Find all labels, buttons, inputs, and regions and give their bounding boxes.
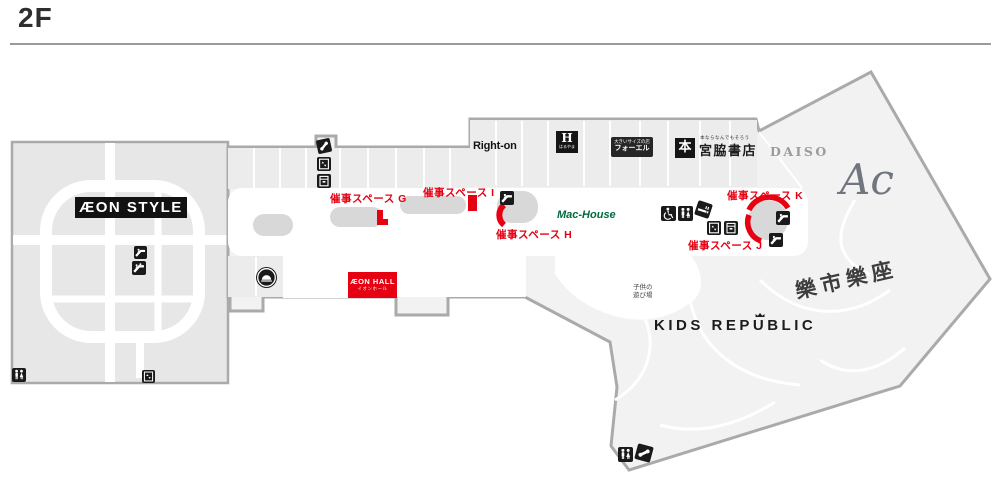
restroom-icon	[12, 368, 26, 382]
restroom-icon	[678, 206, 693, 221]
aeon-style-block	[10, 140, 240, 385]
island-fixtures	[253, 191, 788, 240]
miyawaki-book-mark: 本	[675, 138, 695, 158]
escalator-icon	[776, 211, 790, 225]
for-l-tagline: 大きいサイズの店	[614, 139, 650, 144]
kids-republic-crown-letter: U	[752, 317, 768, 334]
floor-title: 2F	[18, 2, 53, 33]
store-mac-house[interactable]: Mac-House	[557, 209, 616, 221]
haruyama-mark: H	[561, 131, 573, 145]
coin-locker-icon	[317, 174, 331, 188]
event-space-k-label: 催事スペース K	[727, 190, 804, 202]
kids-playground-line2: 遊び場	[633, 291, 653, 299]
event-space-h-label: 催事スペース H	[496, 229, 573, 241]
store-aeon-hall[interactable]: ÆON HALL イオンホール	[348, 272, 397, 298]
kids-republic-right: BLIC	[767, 317, 817, 334]
aeon-hall-label: ÆON HALL	[350, 277, 395, 286]
miyawaki-tagline: 本ならなんでもそろう	[700, 135, 750, 140]
haruyama-label: はるやま	[559, 144, 575, 149]
smoking-area-icon	[694, 200, 713, 219]
escalator-updown-icon	[132, 261, 146, 275]
kids-playground-line1: 子供の	[633, 284, 653, 291]
title-divider	[10, 43, 991, 45]
coin-locker-icon	[724, 221, 738, 235]
event-space-g-label: 催事スペース G	[330, 193, 407, 205]
kids-playground-label: 子供の 遊び場	[633, 284, 653, 300]
store-kids-republic[interactable]: KIDS REPUBLIC	[654, 317, 816, 334]
store-ac[interactable]: Ac	[840, 155, 894, 204]
store-haruyama[interactable]: H はるやま	[556, 131, 578, 153]
store-for-l[interactable]: 大きいサイズの店 フォーエル	[611, 137, 653, 157]
for-l-label: フォーエル	[614, 145, 650, 152]
elevator-icon	[707, 221, 721, 235]
kids-republic-left: KIDS REP	[654, 317, 753, 334]
elevator-icon	[317, 157, 331, 171]
escalator-icon	[769, 233, 783, 247]
accessible-restroom-icon	[661, 206, 676, 221]
escalator-icon	[134, 246, 147, 259]
store-right-on[interactable]: Right-on	[473, 140, 517, 152]
escalator-icon	[500, 191, 514, 205]
store-daiso[interactable]: DAISO	[770, 144, 829, 159]
event-space-i-label: 催事スペース I	[423, 187, 495, 199]
public-phone-icon	[315, 137, 333, 155]
aeon-hall-sublabel: イオンホール	[357, 286, 388, 291]
info-medallion-icon	[256, 267, 277, 288]
elevator-icon	[142, 370, 155, 383]
restroom-icon	[618, 447, 633, 462]
public-phone-icon	[634, 443, 654, 463]
store-aeon-style[interactable]: ÆON STYLE	[75, 197, 187, 218]
miyawaki-label: 宮脇書店	[699, 144, 758, 159]
event-space-j-label: 催事スペース J	[688, 240, 763, 252]
event-space-markers	[377, 194, 791, 244]
